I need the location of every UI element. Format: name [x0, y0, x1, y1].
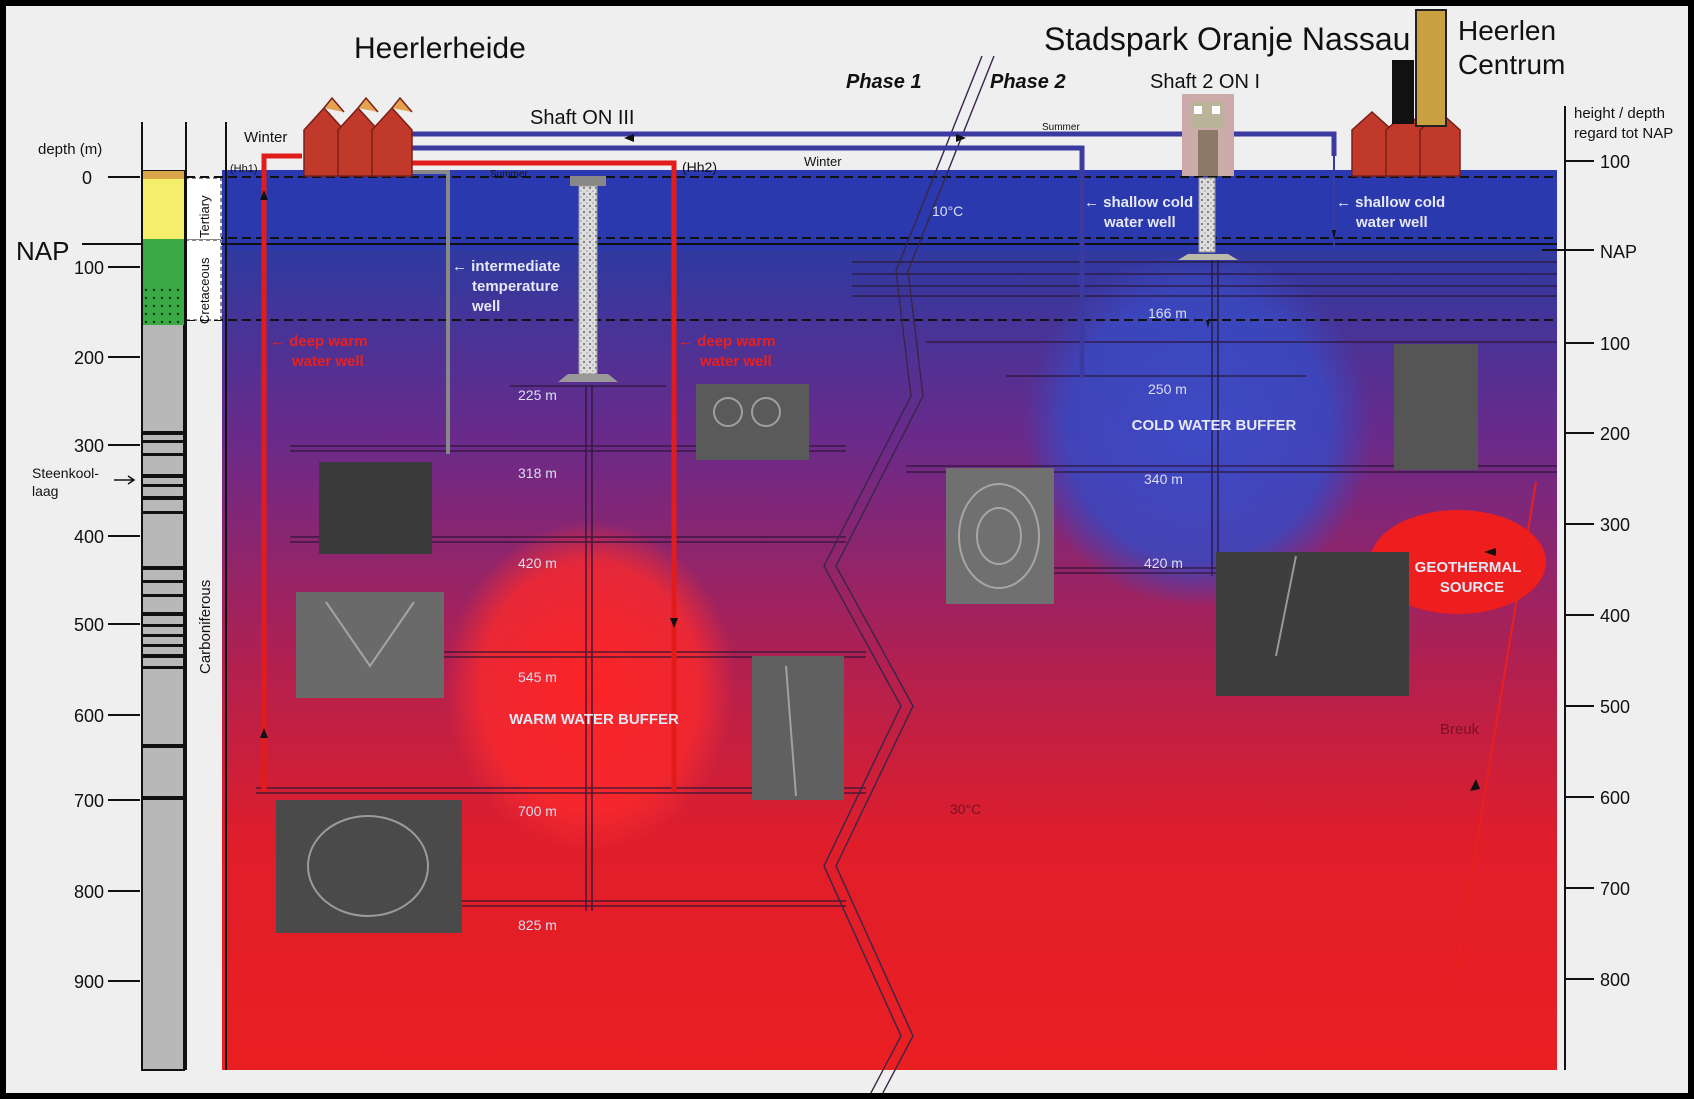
right-tick-1: NAP	[1600, 242, 1637, 262]
left-tick-600: 600	[74, 706, 104, 726]
geothermal-source-1: GEOTHERMAL	[1415, 559, 1522, 576]
place-heerlen-centrum-1: Heerlen	[1458, 15, 1556, 46]
stratigraphic-column	[141, 122, 227, 1071]
warm-water-buffer-zone	[445, 521, 735, 851]
warm-water-buffer-label: WARM WATER BUFFER	[509, 711, 679, 728]
phase-1-label: Phase 1	[846, 71, 922, 93]
right-tick-5: 400	[1600, 606, 1630, 626]
formation-boundaries	[186, 176, 1557, 321]
left-tick-300: 300	[74, 436, 104, 456]
left-tick-800: 800	[74, 882, 104, 902]
diagram-frame: Heerlerheide Stadspark Oranje Nassau Hee…	[6, 6, 1688, 1093]
shaft-on-i-label: Shaft 2 ON I	[1150, 71, 1260, 93]
depth-marker-340: 340 m	[1144, 471, 1183, 487]
left-axis	[108, 122, 143, 1070]
right-axis	[1564, 106, 1594, 1070]
stratum-carboniferous: Carboniferous	[197, 580, 214, 674]
pipe-label-hh2: (Hh2)	[682, 159, 717, 175]
temperature-top: 10°C	[932, 203, 963, 219]
phase-divider	[823, 55, 995, 1093]
shaft-on-iii	[558, 176, 618, 382]
right-tick-8: 700	[1600, 879, 1630, 899]
mine-photo-icon	[276, 344, 1478, 933]
right-axis-title-2: regard tot NAP	[1574, 125, 1673, 142]
right-tick-4: 300	[1600, 515, 1630, 535]
depth-marker-250: 250 m	[1148, 381, 1187, 397]
pipe-label-winter-right: Winter	[804, 154, 842, 169]
arrow-icon	[1470, 779, 1480, 791]
shallow-cold-well-2b: water well	[1355, 214, 1428, 231]
left-tick-200: 200	[74, 348, 104, 368]
left-tick-500: 500	[74, 615, 104, 635]
deep-warm-well-left-1: ← deep warm	[270, 333, 368, 350]
pipe-arrows	[260, 134, 1336, 738]
deep-warm-well-right-2: water well	[699, 353, 772, 370]
left-tick-700: 700	[74, 791, 104, 811]
mine-galleries-left	[256, 385, 866, 911]
intermediate-well-2: temperature	[472, 278, 559, 295]
left-axis-title: depth (m)	[38, 141, 102, 158]
intermediate-well-1: ← intermediate	[452, 258, 560, 275]
building-black	[1392, 60, 1414, 124]
depth-marker-225: 225 m	[518, 387, 557, 403]
geothermal-source-zone	[1370, 510, 1546, 614]
pipe-label-winter-left: Winter	[244, 129, 287, 146]
right-tick-7: 600	[1600, 788, 1630, 808]
cold-water-buffer-label: COLD WATER BUFFER	[1132, 417, 1297, 434]
shallow-cold-well-1b: water well	[1103, 214, 1176, 231]
house-icon	[1351, 110, 1461, 177]
place-heerlerheide: Heerlerheide	[354, 32, 526, 65]
deep-warm-well-right-1: ← deep warm	[678, 333, 776, 350]
stratum-cretaceous: Cretaceous	[197, 257, 212, 324]
depth-marker-420: 420 m	[518, 555, 557, 571]
fault-line	[1449, 481, 1537, 1007]
pipe-label-summer-left: Summer	[490, 169, 528, 180]
right-axis-title-1: height / depth	[1574, 105, 1665, 122]
depth-marker-700: 700 m	[518, 803, 557, 819]
place-heerlen-centrum-2: Centrum	[1458, 49, 1565, 80]
coal-layer-label-2: laag	[32, 483, 58, 499]
house-icon	[303, 96, 413, 177]
shallow-cold-well-2a: ← shallow cold	[1336, 194, 1445, 211]
shallow-cold-well-1a: ← shallow cold	[1084, 194, 1193, 211]
geothermal-mine-water-diagram: Heerlerheide Stadspark Oranje Nassau Hee…	[16, 9, 1673, 1093]
deep-warm-well-left-2: water well	[291, 353, 364, 370]
right-tick-3: 200	[1600, 424, 1630, 444]
left-tick-0: 0	[82, 168, 92, 188]
depth-marker-318: 318 m	[518, 465, 557, 481]
depth-marker-420r: 420 m	[1144, 555, 1183, 571]
intermediate-temperature-pipe	[406, 170, 450, 454]
left-tick-100: 100	[74, 258, 104, 278]
mine-photo-details	[307, 397, 1297, 917]
depth-marker-825: 825 m	[518, 917, 557, 933]
temperature-bottom: 30°C	[950, 801, 981, 817]
warm-pipes	[261, 153, 677, 792]
phase-2-label: Phase 2	[990, 71, 1066, 93]
stratum-tertiary: Tertiary	[197, 195, 212, 238]
pipe-label-summer-right: Summer	[1042, 122, 1080, 133]
arrow-icon	[114, 475, 136, 485]
depth-marker-545: 545 m	[518, 669, 557, 685]
shaft-tower-icon	[1182, 94, 1234, 176]
right-tick-0: 100	[1600, 152, 1630, 172]
intermediate-well-3: well	[471, 298, 500, 315]
shaft-on-iii-label: Shaft ON III	[530, 107, 634, 129]
building-tower	[1415, 9, 1447, 127]
cold-water-buffer-zone	[1023, 250, 1373, 606]
right-tick-9: 800	[1600, 970, 1630, 990]
pipe-label-hh1: (Hh1)	[230, 163, 258, 175]
right-tick-2: 100	[1600, 334, 1630, 354]
left-axis-nap: NAP	[16, 236, 69, 266]
left-tick-400: 400	[74, 527, 104, 547]
place-stadspark: Stadspark Oranje Nassau	[1044, 21, 1410, 57]
depth-marker-166: 166 m	[1148, 305, 1187, 321]
right-tick-6: 500	[1600, 697, 1630, 717]
shaft-on-i-column	[1178, 177, 1238, 260]
arrow-icon	[1484, 548, 1496, 556]
fault-label: Breuk	[1440, 721, 1480, 738]
left-tick-900: 900	[74, 972, 104, 992]
geothermal-source-2: SOURCE	[1440, 579, 1504, 596]
coal-layer-label-1: Steenkool-	[32, 465, 99, 481]
